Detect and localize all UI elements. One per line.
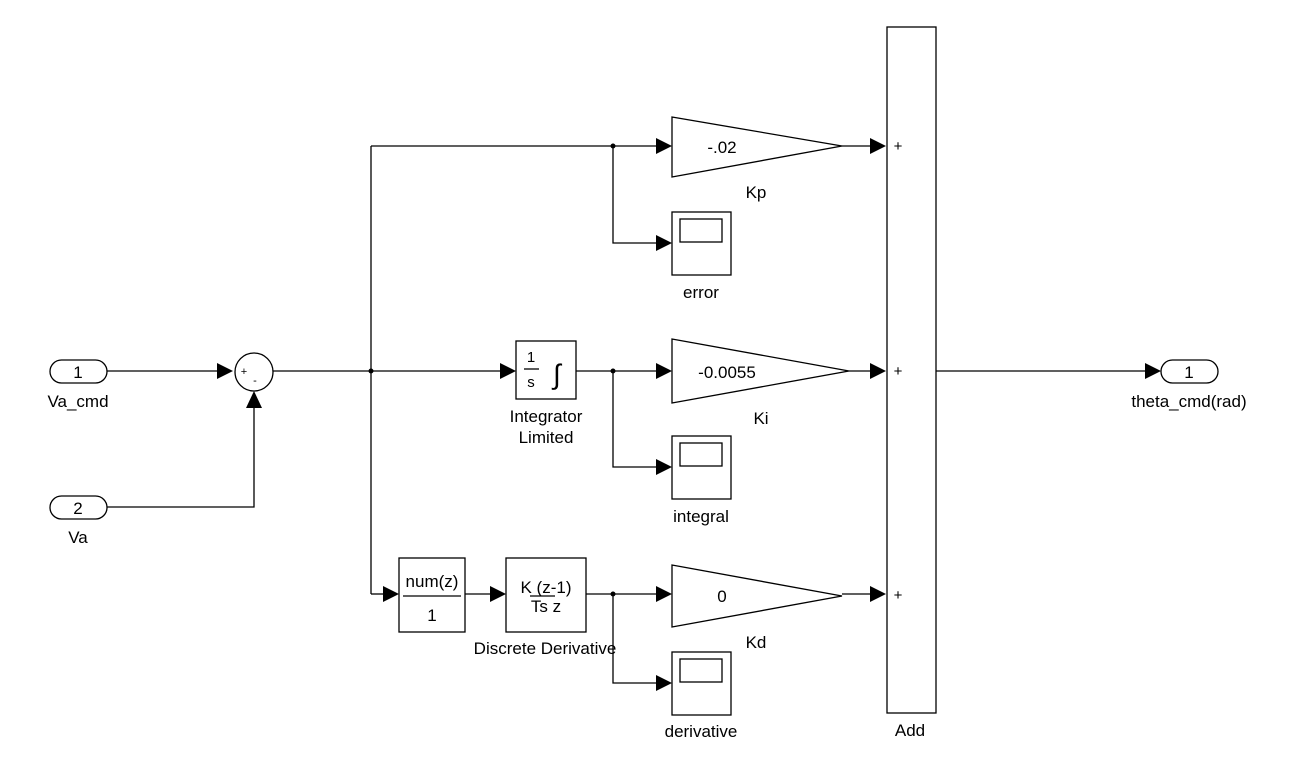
arrowhead — [246, 391, 262, 408]
add-sign: + — [894, 587, 903, 604]
gain-kp[interactable]: -.02 Kp — [671, 116, 843, 202]
transfer-fcn-box[interactable] — [398, 557, 466, 633]
wire-to-derivative-scope[interactable] — [612, 594, 656, 684]
sum-circle[interactable] — [234, 352, 274, 392]
arrowhead — [656, 586, 672, 602]
scope-screen-icon — [679, 442, 723, 467]
inport-shape[interactable] — [49, 359, 108, 384]
arrowhead — [870, 586, 886, 602]
add-sign: + — [894, 138, 903, 155]
wire-to-integral-scope[interactable] — [612, 371, 656, 468]
inport-number: 2 — [73, 499, 82, 518]
scope-name: error — [683, 283, 719, 302]
arrowhead — [1145, 363, 1161, 379]
scope-integral[interactable]: integral — [671, 435, 732, 526]
scope-screen-icon — [679, 658, 723, 683]
integrator-denominator: s — [527, 374, 535, 391]
inport-va[interactable]: 2 Va — [49, 495, 108, 547]
gain-value: -0.0055 — [698, 363, 756, 382]
gain-name: Kp — [746, 183, 767, 202]
arrowhead — [656, 138, 672, 154]
branch-point — [368, 368, 374, 374]
integrator-label-line1: Integrator — [510, 407, 583, 426]
scope-error[interactable]: error — [671, 211, 732, 302]
outport-shape[interactable] — [1160, 359, 1219, 384]
arrowhead — [500, 363, 516, 379]
gain-kd[interactable]: 0 Kd — [671, 564, 843, 652]
arrowhead — [656, 675, 672, 691]
integrator-label-line2: Limited — [519, 428, 574, 447]
wire-to-error-scope[interactable] — [612, 146, 656, 244]
discrete-derivative-block[interactable]: K (z-1) Ts z Discrete Derivative — [474, 557, 617, 658]
inport-va-cmd[interactable]: 1 Va_cmd — [47, 359, 109, 411]
arrowhead — [656, 235, 672, 251]
gain-triangle[interactable] — [671, 116, 843, 178]
wire-va-to-sum[interactable] — [107, 408, 255, 508]
outport-name: theta_cmd(rad) — [1131, 392, 1246, 411]
inport-number: 1 — [73, 363, 82, 382]
arrowhead — [870, 363, 886, 379]
discrete-derivative-box[interactable] — [505, 557, 587, 633]
arrowhead — [656, 459, 672, 475]
integrator-limited-block[interactable]: 1 s ∫ Integrator Limited — [510, 340, 583, 447]
sum-block[interactable]: + - — [234, 352, 274, 392]
scope-name: integral — [673, 507, 729, 526]
scope-screen-icon — [679, 218, 723, 243]
add-box[interactable] — [886, 26, 937, 714]
gain-name: Ki — [753, 409, 768, 428]
scope-name: derivative — [665, 722, 738, 741]
transfer-fcn-block[interactable]: num(z) 1 — [398, 557, 466, 633]
sum-sign-bottom: - — [253, 375, 257, 387]
arrowhead — [217, 363, 233, 379]
derivative-denominator: Ts z — [531, 597, 561, 616]
gain-ki[interactable]: -0.0055 Ki — [671, 338, 850, 428]
inport-shape[interactable] — [49, 495, 108, 520]
outport-theta-cmd[interactable]: 1 theta_cmd(rad) — [1131, 359, 1247, 411]
inport-name: Va_cmd — [47, 392, 108, 411]
derivative-label: Discrete Derivative — [474, 639, 617, 658]
integrator-box[interactable] — [515, 340, 577, 400]
inport-name: Va — [68, 528, 88, 547]
gain-name: Kd — [746, 633, 767, 652]
transfer-fcn-numerator: num(z) — [406, 572, 459, 591]
integrator-numerator: 1 — [527, 349, 535, 366]
gain-triangle[interactable] — [671, 564, 843, 628]
signal-lines — [107, 138, 1161, 691]
outport-number: 1 — [1184, 363, 1193, 382]
sum-sign-top: + — [241, 366, 247, 378]
integral-symbol: ∫ — [551, 359, 563, 390]
arrowhead — [656, 363, 672, 379]
add-block[interactable]: + + + Add — [886, 26, 937, 740]
add-sign: + — [894, 363, 903, 380]
arrowhead — [490, 586, 506, 602]
derivative-numerator: K (z-1) — [521, 578, 572, 597]
gain-triangle[interactable] — [671, 338, 850, 404]
transfer-fcn-denominator: 1 — [427, 606, 436, 625]
gain-value: -.02 — [707, 138, 736, 157]
arrowhead — [870, 138, 886, 154]
scope-derivative[interactable]: derivative — [665, 651, 738, 741]
arrowhead — [383, 586, 399, 602]
gain-value: 0 — [717, 587, 726, 606]
add-name: Add — [895, 721, 925, 740]
